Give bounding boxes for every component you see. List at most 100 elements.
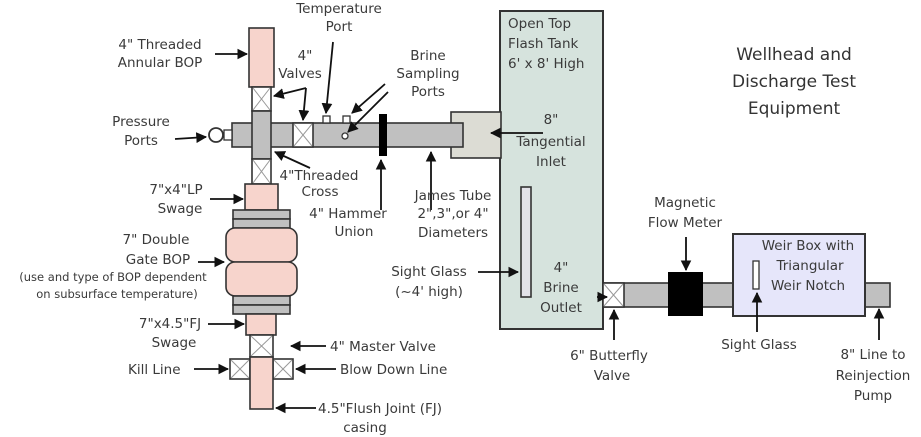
label-kill-line: Kill Line	[128, 362, 181, 378]
label-line: 8"	[544, 112, 559, 128]
magnetic-flow-meter	[668, 272, 703, 316]
label-flow-meter: Magnetic Flow Meter	[648, 195, 723, 231]
label-line: 4"	[298, 48, 313, 64]
label-line: Valve	[594, 368, 631, 384]
label-line: James Tube	[414, 188, 492, 204]
double-gate-bop-lower	[225, 261, 298, 297]
label-line: (~4' high)	[395, 284, 463, 300]
label-line: Tangential	[515, 134, 585, 150]
label-line: 4.5"Flush Joint (FJ)	[318, 401, 442, 417]
label-valves: 4" Valves	[278, 48, 322, 82]
arrow-temperature-port	[321, 41, 334, 115]
label-sight-glass-weir: Sight Glass	[721, 337, 797, 353]
label-fj-swage: 7"x4.5"FJ Swage	[139, 316, 201, 351]
label-line: Outlet	[540, 300, 582, 316]
label-line: Valves	[278, 66, 322, 82]
brine-sampling-port-top	[342, 115, 351, 124]
arrow-pressure-ports	[174, 132, 208, 144]
arrow-valve-top	[272, 87, 307, 99]
label-temperature-port: Temperature Port	[295, 1, 382, 35]
hammer-union	[379, 114, 387, 156]
tank-sight-glass	[520, 186, 532, 298]
label-butterfly-valve: 6" Butterfly Valve	[570, 348, 648, 384]
label-reinjection-line: 8" Line to Reinjection Pump	[836, 347, 911, 404]
label-line: Swage	[152, 335, 197, 351]
label-blow-down-line: Blow Down Line	[340, 362, 447, 378]
title-line-3: Equipment	[748, 99, 841, 119]
upper-flange-1	[232, 209, 291, 220]
label-line: Weir Box with	[762, 238, 854, 254]
label-line: Diameters	[418, 225, 488, 241]
label-line: Temperature	[295, 1, 382, 17]
label-line: 6" Butterfly	[570, 348, 648, 364]
label-line: 7"x4"LP	[149, 182, 202, 198]
label-line: Annular BOP	[118, 55, 203, 71]
label-bop-note: (use and type of BOP dependent on subsur…	[19, 270, 207, 301]
label-line: 2",3",or 4"	[417, 206, 488, 222]
arrow-brine-port-side	[347, 91, 389, 133]
label-line: (use and type of BOP dependent	[19, 270, 207, 284]
brine-sampling-port-side	[341, 132, 349, 140]
label-threaded-cross: 4"Threaded Cross	[280, 168, 359, 200]
temperature-port-fitting	[322, 115, 331, 124]
label-line: Ports	[411, 84, 445, 100]
label-line: Flash Tank	[508, 36, 579, 52]
label-line: Ports	[124, 133, 158, 149]
arrow-threaded-cross	[274, 151, 311, 169]
title-line-2: Discharge Test	[732, 72, 856, 92]
label-line: 7"x4.5"FJ	[139, 316, 201, 332]
label-double-gate-bop: 7" Double Gate BOP	[123, 232, 191, 268]
label-tangential-inlet: 8" Tangential Inlet	[515, 112, 585, 170]
label-line: 4" Hammer	[309, 206, 387, 222]
label-line: Triangular	[775, 258, 844, 274]
label-brine-outlet: 4" Brine Outlet	[540, 260, 582, 316]
lp-swage	[244, 183, 279, 211]
label-line: Sight Glass	[391, 264, 467, 280]
label-james-tube: James Tube 2",3",or 4" Diameters	[414, 188, 492, 241]
title-line-1: Wellhead and	[736, 45, 852, 65]
weir-sight-glass	[752, 260, 760, 290]
label-line: casing	[343, 420, 387, 436]
label-line: Inlet	[536, 154, 566, 170]
label-line: Brine	[410, 48, 445, 64]
label-line: Flow Meter	[648, 215, 723, 231]
label-fj-casing: 4.5"Flush Joint (FJ) casing	[318, 401, 442, 436]
label-line: Swage	[158, 201, 203, 217]
label-line: Port	[326, 19, 353, 35]
label-master-valve: 4" Master Valve	[330, 339, 436, 355]
label-line: Pump	[854, 388, 892, 404]
label-line: Open Top	[508, 16, 571, 32]
label-line: Gate BOP	[126, 252, 190, 268]
pressure-port-fitting	[223, 129, 233, 141]
label-line: 8" Line to	[840, 347, 905, 363]
diagram-title: Wellhead and Discharge Test Equipment	[732, 45, 856, 119]
lower-flange-2	[232, 304, 291, 315]
threaded-cross	[251, 110, 272, 160]
arrow-valve-horizontal	[298, 87, 310, 122]
label-annular-bop: 4" Threaded Annular BOP	[118, 37, 203, 71]
label-line: Pressure	[112, 114, 170, 130]
label-line: Brine	[543, 280, 578, 296]
label-line: on subsurface temperature)	[36, 287, 198, 301]
label-flash-tank: Open Top Flash Tank 6' x 8' High	[508, 16, 585, 72]
double-gate-bop-upper	[225, 227, 298, 263]
upper-flange-2	[232, 218, 291, 229]
label-brine-sampling: Brine Sampling Ports	[396, 48, 459, 100]
label-line: Union	[334, 224, 373, 240]
label-line: Sampling	[396, 66, 459, 82]
label-weir-box: Weir Box with Triangular Weir Notch	[762, 238, 854, 294]
label-sight-glass-tank: Sight Glass (~4' high)	[391, 264, 467, 300]
label-pressure-ports: Pressure Ports	[112, 114, 170, 149]
label-line: 4"Threaded	[280, 168, 359, 184]
label-line: Weir Notch	[771, 278, 845, 294]
annular-bop	[248, 27, 275, 88]
label-line: Reinjection	[836, 368, 911, 384]
flush-joint-casing	[249, 356, 274, 410]
label-line: Cross	[301, 184, 338, 200]
label-line: 6' x 8' High	[508, 56, 585, 72]
label-line: 4" Threaded	[118, 37, 201, 53]
pressure-gauge	[208, 127, 224, 143]
label-line: 7" Double	[123, 232, 190, 248]
fj-swage	[245, 313, 277, 336]
